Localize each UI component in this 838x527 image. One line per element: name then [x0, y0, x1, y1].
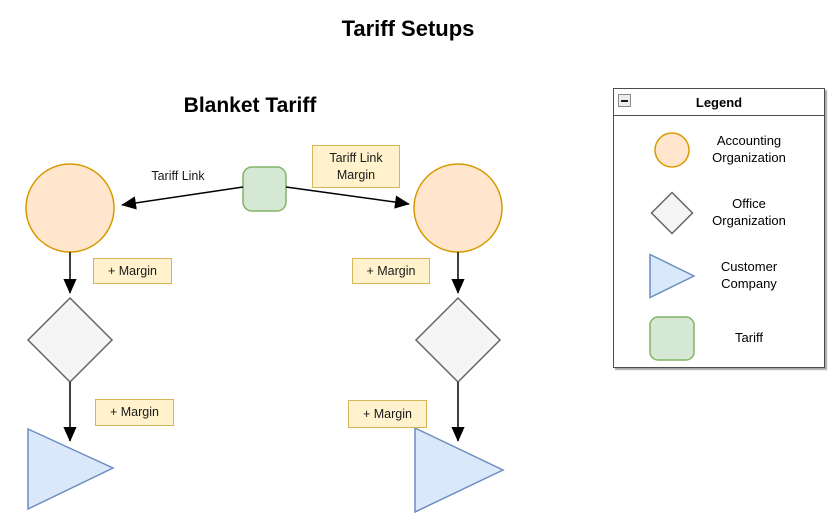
accounting-org-right-node [413, 163, 503, 253]
customer-company-right-node [414, 426, 505, 514]
minus-icon [621, 99, 628, 102]
legend-header: Legend [614, 89, 824, 116]
legend-panel: Legend Accounting Organization Office Or… [613, 88, 825, 368]
legend-item-customer-company: Customer Company [614, 244, 824, 307]
tariff-node [242, 166, 287, 212]
legend-item-label: Accounting Organization [712, 132, 786, 165]
legend-item-label: Customer Company [720, 258, 778, 291]
legend-item-label: Tariff [735, 330, 763, 346]
legend-item-office-organization: Office Organization [614, 181, 824, 244]
page-title: Tariff Setups [341, 16, 475, 41]
tariff-link-label: Tariff Link [151, 168, 205, 183]
margin-label-left-lower: + Margin [95, 399, 174, 426]
tariff-link-arrow-left [121, 186, 244, 210]
tariff-link-margin-label: Tariff Link Margin [312, 145, 400, 188]
legend-item-accounting-organization: Accounting Organization [614, 118, 824, 181]
legend-item-tariff: Tariff [614, 307, 824, 370]
margin-label-right-lower: + Margin [348, 400, 427, 428]
tariff-link-margin-arrow-right [285, 186, 410, 209]
diamond-icon [634, 190, 709, 235]
margin-label-right-upper: + Margin [352, 258, 430, 284]
legend-items: Accounting Organization Office Organizat… [614, 116, 824, 370]
legend-collapse-button[interactable] [618, 94, 631, 107]
customer-company-left-node [27, 427, 115, 511]
diagram-subtitle: Blanket Tariff [183, 94, 317, 117]
office-org-right-node [414, 296, 502, 384]
circle-icon [634, 131, 709, 169]
office-org-left-node [26, 296, 114, 384]
rounded-square-icon [634, 316, 709, 361]
margin-label-left-upper: + Margin [93, 258, 172, 284]
legend-item-label: Office Organization [712, 195, 786, 228]
legend-title: Legend [695, 94, 743, 110]
triangle-icon [634, 252, 709, 299]
accounting-org-left-node [25, 163, 115, 253]
